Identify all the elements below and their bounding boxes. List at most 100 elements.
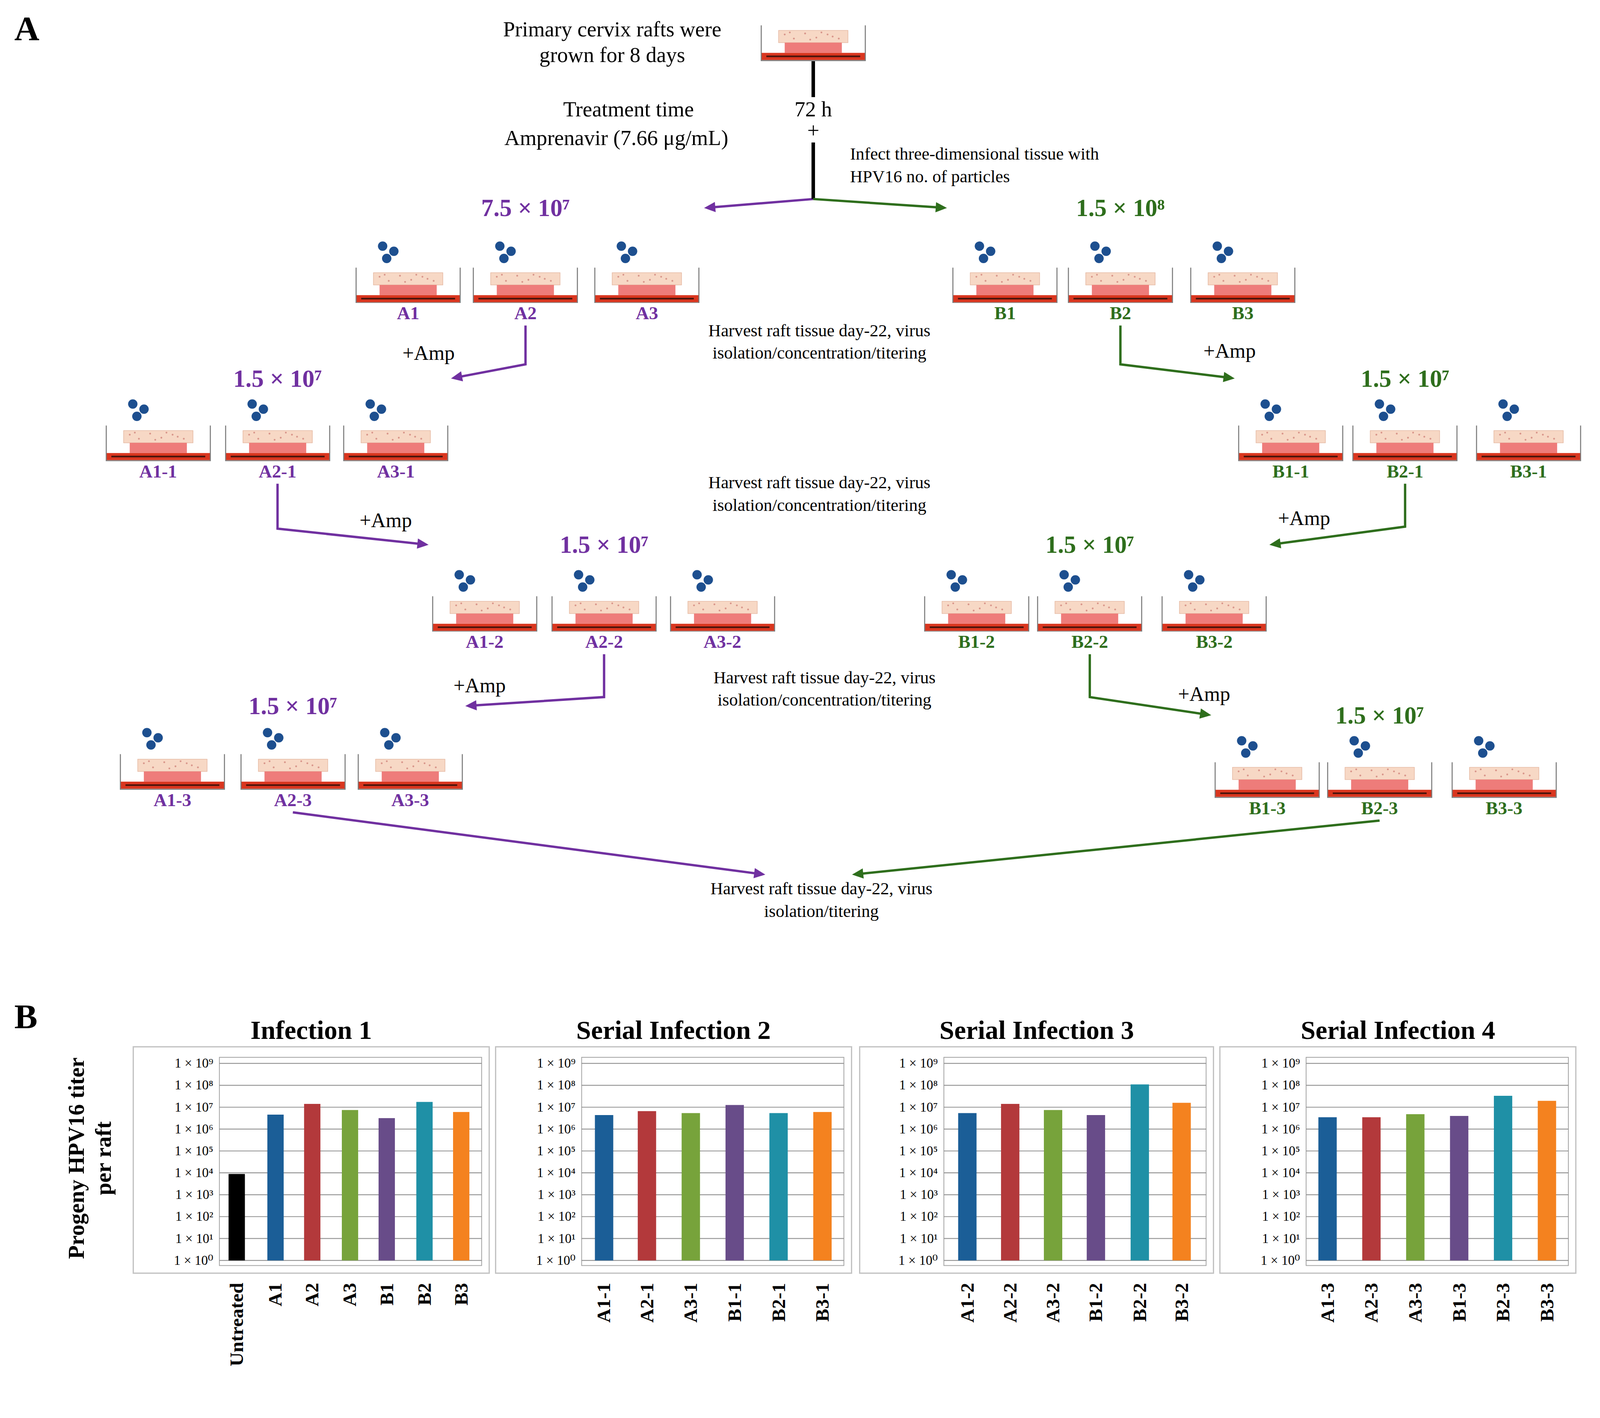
raft-cell bbox=[1256, 275, 1258, 278]
raft-label: B1-2 bbox=[958, 631, 996, 652]
virus-particle bbox=[506, 246, 516, 256]
raft-culture: B1-3 bbox=[1214, 734, 1321, 821]
text-slot: 1 × 10⁸ bbox=[1261, 1077, 1300, 1093]
raft-medium bbox=[1476, 453, 1581, 461]
raft-dish bbox=[120, 754, 225, 790]
text-slot: 1 × 10² bbox=[899, 1208, 938, 1224]
raft-cell bbox=[1280, 770, 1283, 773]
raft-dermis bbox=[1351, 779, 1409, 790]
raft-grid bbox=[125, 784, 220, 786]
raft-cell bbox=[539, 275, 541, 278]
raft-cell bbox=[253, 431, 255, 434]
raft-cell bbox=[1418, 433, 1421, 436]
bar bbox=[1172, 1102, 1192, 1260]
raft-cell bbox=[1269, 773, 1272, 776]
virus-particle bbox=[1353, 748, 1363, 758]
raft-culture: B1 bbox=[951, 240, 1058, 326]
inoculum-group: 1.5 × 10⁷B1-3B2-3B3-3 bbox=[1211, 699, 1561, 826]
virus-particle bbox=[251, 411, 261, 421]
raft-top-layer bbox=[1345, 767, 1415, 780]
raft-grid bbox=[1457, 792, 1551, 795]
bar bbox=[1086, 1114, 1106, 1261]
raft-cell bbox=[1355, 768, 1358, 771]
virus-particle bbox=[495, 241, 505, 251]
raft-cell bbox=[1096, 601, 1099, 604]
raft-cell bbox=[1429, 437, 1432, 440]
raft-grid bbox=[766, 55, 860, 58]
raft-top-layer bbox=[1054, 601, 1125, 614]
raft-cell bbox=[804, 32, 806, 35]
raft-cell bbox=[263, 762, 266, 765]
raft-culture: B2-1 bbox=[1351, 397, 1458, 484]
raft-cell bbox=[257, 437, 259, 440]
raft-illustration bbox=[342, 397, 449, 462]
axis-tick-label: 1 × 10⁵ bbox=[1261, 1143, 1300, 1159]
raft-cell bbox=[480, 609, 483, 611]
raft-cell bbox=[1474, 770, 1477, 773]
raft-cell bbox=[1541, 433, 1544, 436]
raft-cell bbox=[1517, 770, 1520, 773]
chart-title: Serial Infection 2 bbox=[496, 1014, 851, 1046]
raft-cell bbox=[306, 762, 309, 765]
raft-dish bbox=[1162, 595, 1267, 632]
virus-particle bbox=[978, 253, 989, 263]
raft-cell bbox=[1524, 438, 1527, 441]
raft-cell bbox=[1395, 432, 1398, 435]
raft-dermis bbox=[1238, 779, 1297, 790]
text-slot: B2-2 bbox=[1130, 1282, 1150, 1322]
raft-dermis bbox=[381, 771, 439, 782]
raft-grid bbox=[361, 297, 455, 300]
raft-cell bbox=[1285, 772, 1288, 775]
raft-top-layer bbox=[1370, 430, 1440, 444]
raft-medium bbox=[120, 781, 225, 789]
raft-cell bbox=[423, 762, 426, 765]
inoculum-group: 1.5 × 10⁷B1-1B2-1B3-1 bbox=[1234, 362, 1584, 485]
category-label: A2-3 bbox=[1360, 1282, 1382, 1323]
text-slot: 1 × 10⁶ bbox=[536, 1121, 576, 1137]
raft-cell bbox=[826, 33, 829, 36]
raft-cell bbox=[179, 760, 182, 762]
virus-particle bbox=[132, 411, 142, 421]
category-label: Untreated bbox=[225, 1282, 248, 1366]
raft-cell bbox=[698, 601, 700, 604]
raft-cell bbox=[176, 435, 179, 438]
raft-cell bbox=[486, 607, 489, 609]
text-slot: Harvest raft tissue day-22, virus isolat… bbox=[673, 319, 965, 365]
text-slot: 1 × 10⁴ bbox=[899, 1165, 938, 1180]
raft-label: B3-1 bbox=[1510, 461, 1547, 482]
raft-dish bbox=[924, 595, 1029, 632]
raft-dermis bbox=[1091, 284, 1150, 295]
raft-medium bbox=[106, 453, 211, 461]
arrowhead bbox=[1223, 371, 1235, 383]
inoculum-group: 1.5 × 10⁷A1-2A2-2A3-2 bbox=[428, 528, 778, 656]
raft-cell bbox=[491, 601, 494, 604]
raft-cell bbox=[1138, 277, 1141, 280]
raft-illustration bbox=[923, 568, 1030, 632]
text-slot: +Amp bbox=[1275, 506, 1333, 531]
text-slot: 1 × 10³ bbox=[899, 1187, 938, 1202]
text-slot: B1-3 bbox=[1449, 1282, 1469, 1322]
gridline bbox=[1306, 1150, 1569, 1152]
gridline bbox=[219, 1062, 482, 1064]
raft-cell bbox=[980, 273, 983, 276]
raft-dermis bbox=[248, 442, 307, 454]
text-slot: 1 × 10⁷ bbox=[174, 1099, 214, 1115]
text-slot: Progeny HPV16 titer per raft bbox=[62, 1040, 117, 1276]
raft-cell bbox=[428, 764, 431, 767]
raft-illustration bbox=[472, 240, 579, 304]
raft-cell bbox=[503, 606, 505, 608]
raft-cell bbox=[1023, 277, 1026, 280]
text-slot: 1 × 10⁸ bbox=[174, 1077, 214, 1093]
gridline bbox=[581, 1215, 845, 1217]
raft-cell bbox=[299, 760, 302, 762]
raft-culture: A1-1 bbox=[105, 397, 212, 484]
raft-top-layer bbox=[123, 430, 193, 444]
raft-cell bbox=[809, 38, 812, 41]
gridline bbox=[1306, 1172, 1569, 1174]
text-slot: 1 × 10⁰ bbox=[1260, 1253, 1301, 1268]
axis-tick-label: 1 × 10⁵ bbox=[174, 1143, 214, 1159]
text-slot: 1.5 × 10⁷ bbox=[1335, 701, 1424, 730]
raft-cell bbox=[967, 603, 969, 605]
